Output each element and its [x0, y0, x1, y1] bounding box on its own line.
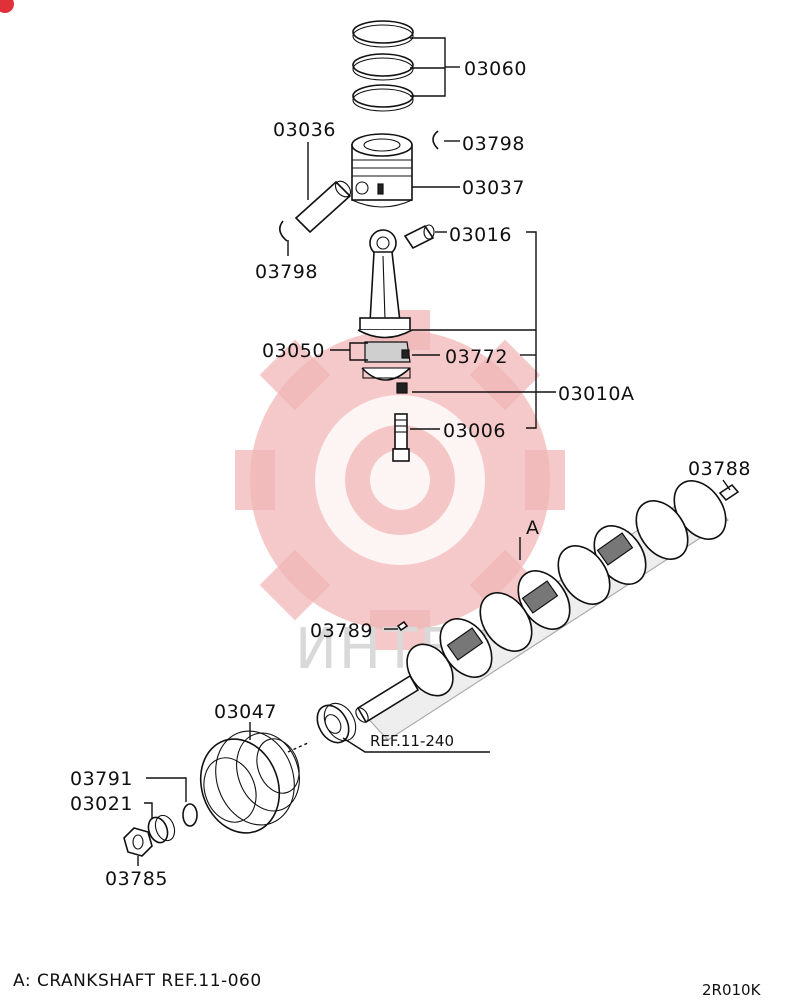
label-pulley-nut: 03785 [105, 868, 168, 890]
snap-ring-left-part [279, 220, 288, 242]
crankshaft-gear-part [316, 702, 357, 744]
small-end-bushing-part [403, 224, 435, 250]
label-spacer: 03021 [70, 793, 133, 815]
watermark-gear-logo [235, 310, 565, 650]
label-rod-bolt: 03006 [443, 420, 506, 442]
footnote: A: CRANKSHAFT REF.11-060 [13, 971, 262, 991]
diagram-code: 2R010K [702, 981, 762, 999]
dowel-pin-part [718, 483, 740, 502]
label-connecting-rod: 03010A [558, 383, 634, 405]
pulley-part [199, 730, 300, 834]
label-piston-rings: 03060 [464, 58, 527, 80]
crankshaft-part [355, 480, 729, 741]
label-piston: 03037 [462, 177, 525, 199]
label-snap-ring-top: 03798 [462, 133, 525, 155]
label-rod-nut: 03772 [445, 346, 508, 368]
o-ring-part [182, 803, 198, 827]
label-pulley: 03047 [214, 701, 277, 723]
piston-part [351, 133, 413, 208]
woodruff-key-part [396, 620, 409, 632]
pulley-nut-part [123, 827, 153, 857]
label-small-end-bushing: 03016 [449, 224, 512, 246]
label-woodruff-key: 03789 [310, 620, 373, 642]
corner-badge-icon [0, 0, 14, 13]
snap-ring-top-part [432, 130, 439, 150]
label-snap-ring-left: 03798 [255, 261, 318, 283]
connecting-rod-part [357, 229, 413, 394]
label-crankshaft: A [526, 517, 540, 539]
rod-bolt-part [392, 413, 410, 462]
piston-pin-part [294, 180, 352, 234]
label-gear-ref: REF.11-240 [370, 732, 454, 750]
label-piston-pin: 03036 [273, 119, 336, 141]
spacer-part [147, 814, 176, 844]
label-bearing-set: 03050 [262, 340, 325, 362]
label-o-ring: 03791 [70, 768, 133, 790]
label-dowel-pin: 03788 [688, 458, 751, 480]
piston-rings-part [352, 20, 414, 112]
